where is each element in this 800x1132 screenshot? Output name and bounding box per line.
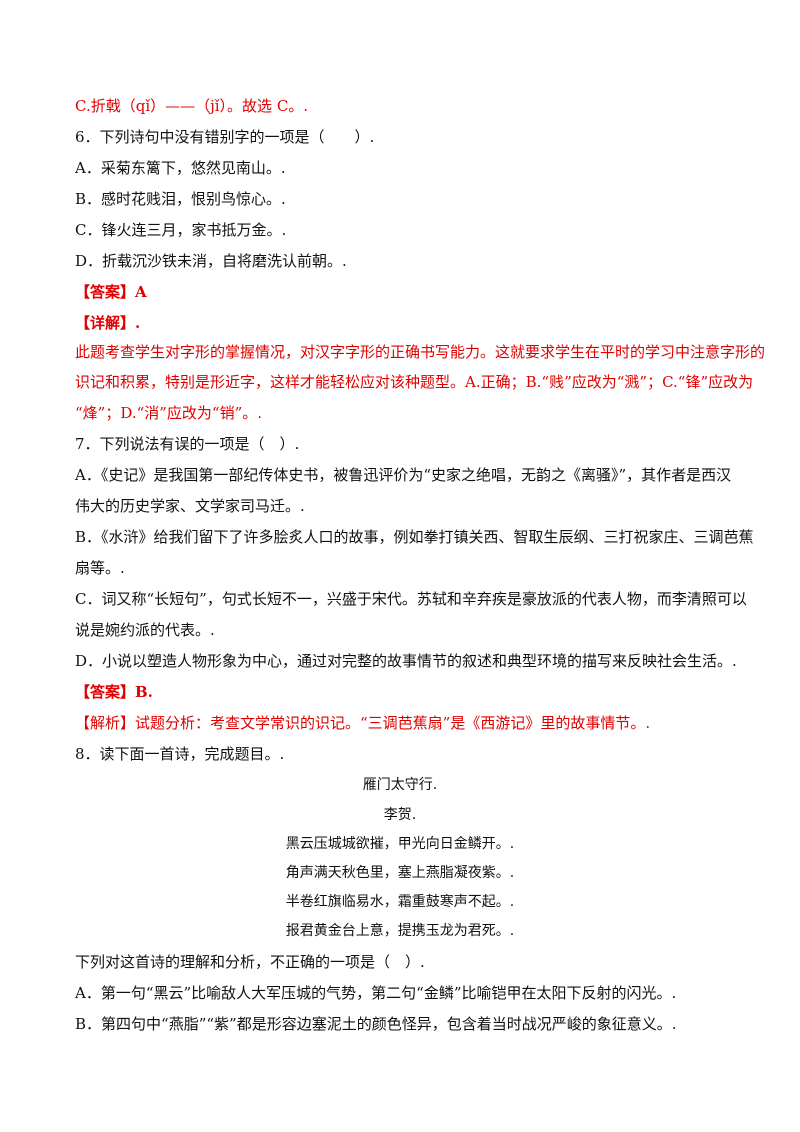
q6-option-d: D．折载沉沙铁未消，自将磨洗认前朝。. bbox=[75, 252, 347, 270]
q8-option-a: A．第一句“黑云”比喻敌人大军压城的气势，第二句“金鳞”比喻铠甲在太阳下反射的闪… bbox=[75, 984, 677, 1002]
q7-analysis: 【解析】试题分析：考查文学常识的识记。“三调芭蕉扇”是《西游记》里的故事情节。. bbox=[75, 714, 651, 732]
q7-option-d: D．小说以塑造人物形象为中心，通过对完整的故事情节的叙述和典型环境的描写来反映社… bbox=[75, 652, 737, 670]
q6-option-b: B．感时花贱泪，恨别鸟惊心。. bbox=[75, 190, 286, 208]
q7-option-a-line-2: 伟大的历史学家、文学家司马迁。. bbox=[75, 497, 305, 515]
q6-stem: 6．下列诗句中没有错别字的一项是（ ）. bbox=[75, 128, 375, 146]
poem-verse-1: 黑云压城城欲摧，甲光向日金鳞开。. bbox=[285, 836, 515, 852]
q6-detail-line-2: 识记和积累，特别是形近字，这样才能轻松应对该种题型。A.正确；B.“贱”应改为“… bbox=[75, 373, 754, 391]
poem-title: 雁门太守行. bbox=[362, 777, 438, 793]
q7-option-a-line-1: A．《史记》是我国第一部纪传体史书，被鲁迅评价为“史家之绝唱，无韵之《离骚》”，… bbox=[75, 466, 732, 484]
poem-verse-3: 半卷红旗临易水，霜重鼓寒声不起。. bbox=[285, 894, 515, 910]
q8-option-b: B．第四句中“燕脂”“紫”都是形容边塞泥土的颜色怪异，包含着当时战况严峻的象征意… bbox=[75, 1015, 677, 1033]
q7-option-b-line-2: 扇等。. bbox=[75, 559, 125, 577]
q6-detail-line-3: “烽”；D.“消”应改为“销”。. bbox=[75, 404, 263, 422]
q7-option-c-line-2: 说是婉约派的代表。. bbox=[75, 621, 215, 639]
poem-verse-2: 角声满天秋色里，塞上燕脂凝夜紫。. bbox=[285, 865, 515, 881]
q6-answer: 【答案】A bbox=[75, 283, 147, 301]
q7-stem: 7．下列说法有误的一项是（ ）. bbox=[75, 435, 300, 453]
q5-answer-tail: C.折戟（qǐ）——（jǐ）。故选 C。. bbox=[75, 97, 309, 115]
q7-option-c-line-1: C．词又称“长短句”，句式长短不一，兴盛于宋代。苏轼和辛弃疾是豪放派的代表人物，… bbox=[75, 590, 747, 608]
q6-detail-heading: 【详解】. bbox=[75, 314, 141, 332]
q7-answer: 【答案】B. bbox=[75, 683, 153, 701]
poem-author: 李贺. bbox=[383, 807, 417, 823]
q6-detail-line-1: 此题考查学生对字形的掌握情况，对汉字字形的正确书写能力。这就要求学生在平时的学习… bbox=[75, 343, 766, 361]
poem-verse-4: 报君黄金台上意，提携玉龙为君死。. bbox=[285, 923, 515, 939]
q8-stem: 8．读下面一首诗，完成题目。. bbox=[75, 745, 285, 763]
q6-option-a: A．采菊东篱下，悠然见南山。. bbox=[75, 159, 286, 177]
q7-option-b-line-1: B．《水浒》给我们留下了许多脍炙人口的故事，例如拳打镇关西、智取生辰纲、三打祝家… bbox=[75, 528, 754, 546]
q6-option-c: C．锋火连三月，家书抵万金。. bbox=[75, 221, 287, 239]
q8-sub-stem: 下列对这首诗的理解和分析，不正确的一项是（ ）. bbox=[75, 953, 425, 971]
